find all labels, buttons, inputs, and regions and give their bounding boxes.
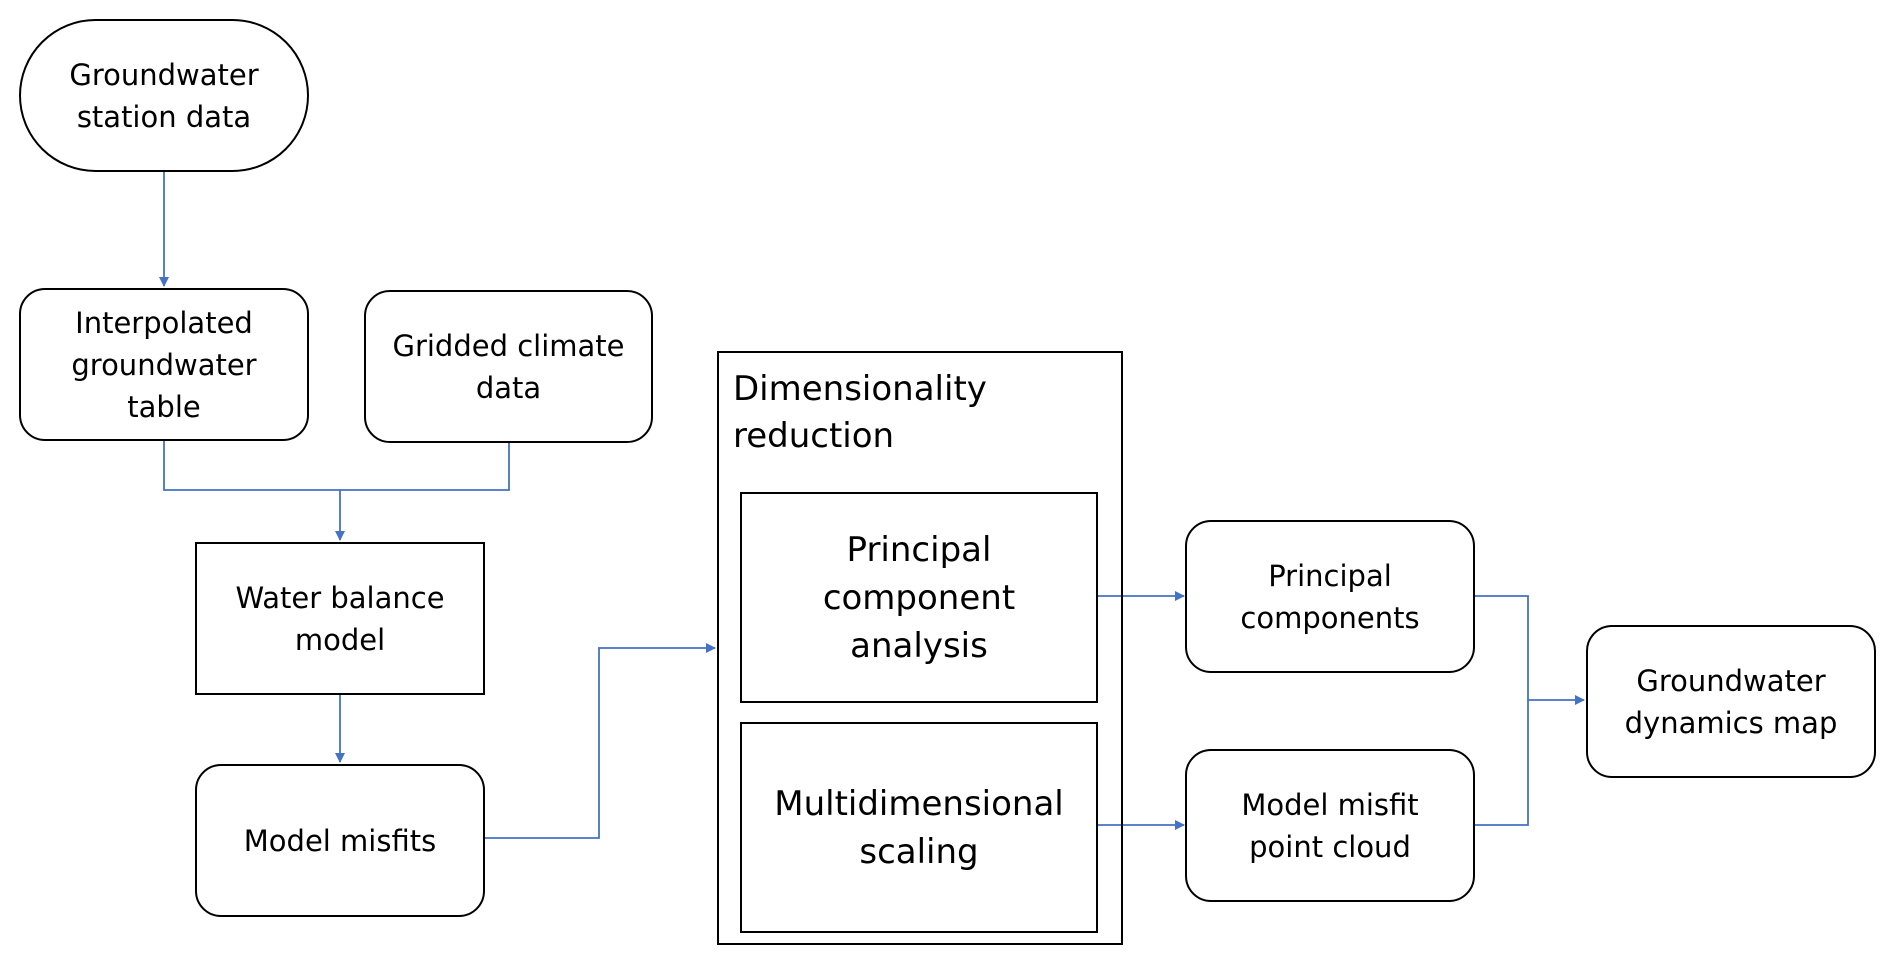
principal-components-node: Principal components (1185, 520, 1475, 673)
model-misfits-label: Model misfits (243, 823, 437, 858)
interpolated-groundwater-table-node: Interpolated groundwater table (19, 288, 309, 441)
water-balance-model-node: Water balance model (195, 542, 485, 695)
model-misfit-point-cloud-node: Model misfit point cloud (1185, 749, 1475, 902)
water-balance-model-label: Water balance model (235, 580, 445, 657)
principal-component-analysis-node: Principal component analysis (740, 492, 1098, 703)
model-misfits-node: Model misfits (195, 764, 485, 917)
edge-point-cloud-to-map (1472, 700, 1529, 826)
gridded-climate-data-label: Gridded climate data (392, 328, 625, 405)
dimensionality-reduction-title: Dimensionality reduction (733, 369, 987, 456)
principal-component-analysis-label: Principal component analysis (822, 529, 1016, 666)
principal-components-label: Principal components (1240, 558, 1420, 635)
groundwater-station-data-label: Groundwater station data (69, 57, 259, 134)
model-misfit-point-cloud-label: Model misfit point cloud (1241, 787, 1419, 864)
dimensionality-reduction-group (717, 351, 1123, 945)
multidimensional-scaling-label: Multidimensional scaling (774, 783, 1064, 872)
groundwater-dynamics-map-node: Groundwater dynamics map (1586, 625, 1876, 778)
edge-misfits-to-dimensionality (484, 643, 716, 839)
edge-climate-to-water-balance (340, 443, 510, 491)
interpolated-groundwater-table-label: Interpolated groundwater table (71, 305, 257, 424)
multidimensional-scaling-node: Multidimensional scaling (740, 722, 1098, 933)
groundwater-station-data-node: Groundwater station data (19, 19, 309, 172)
edge-components-to-map (1472, 595, 1585, 705)
edge-interpolated-to-water-balance (163, 441, 345, 541)
groundwater-dynamics-map-label: Groundwater dynamics map (1624, 663, 1838, 740)
gridded-climate-data-node: Gridded climate data (364, 290, 653, 443)
